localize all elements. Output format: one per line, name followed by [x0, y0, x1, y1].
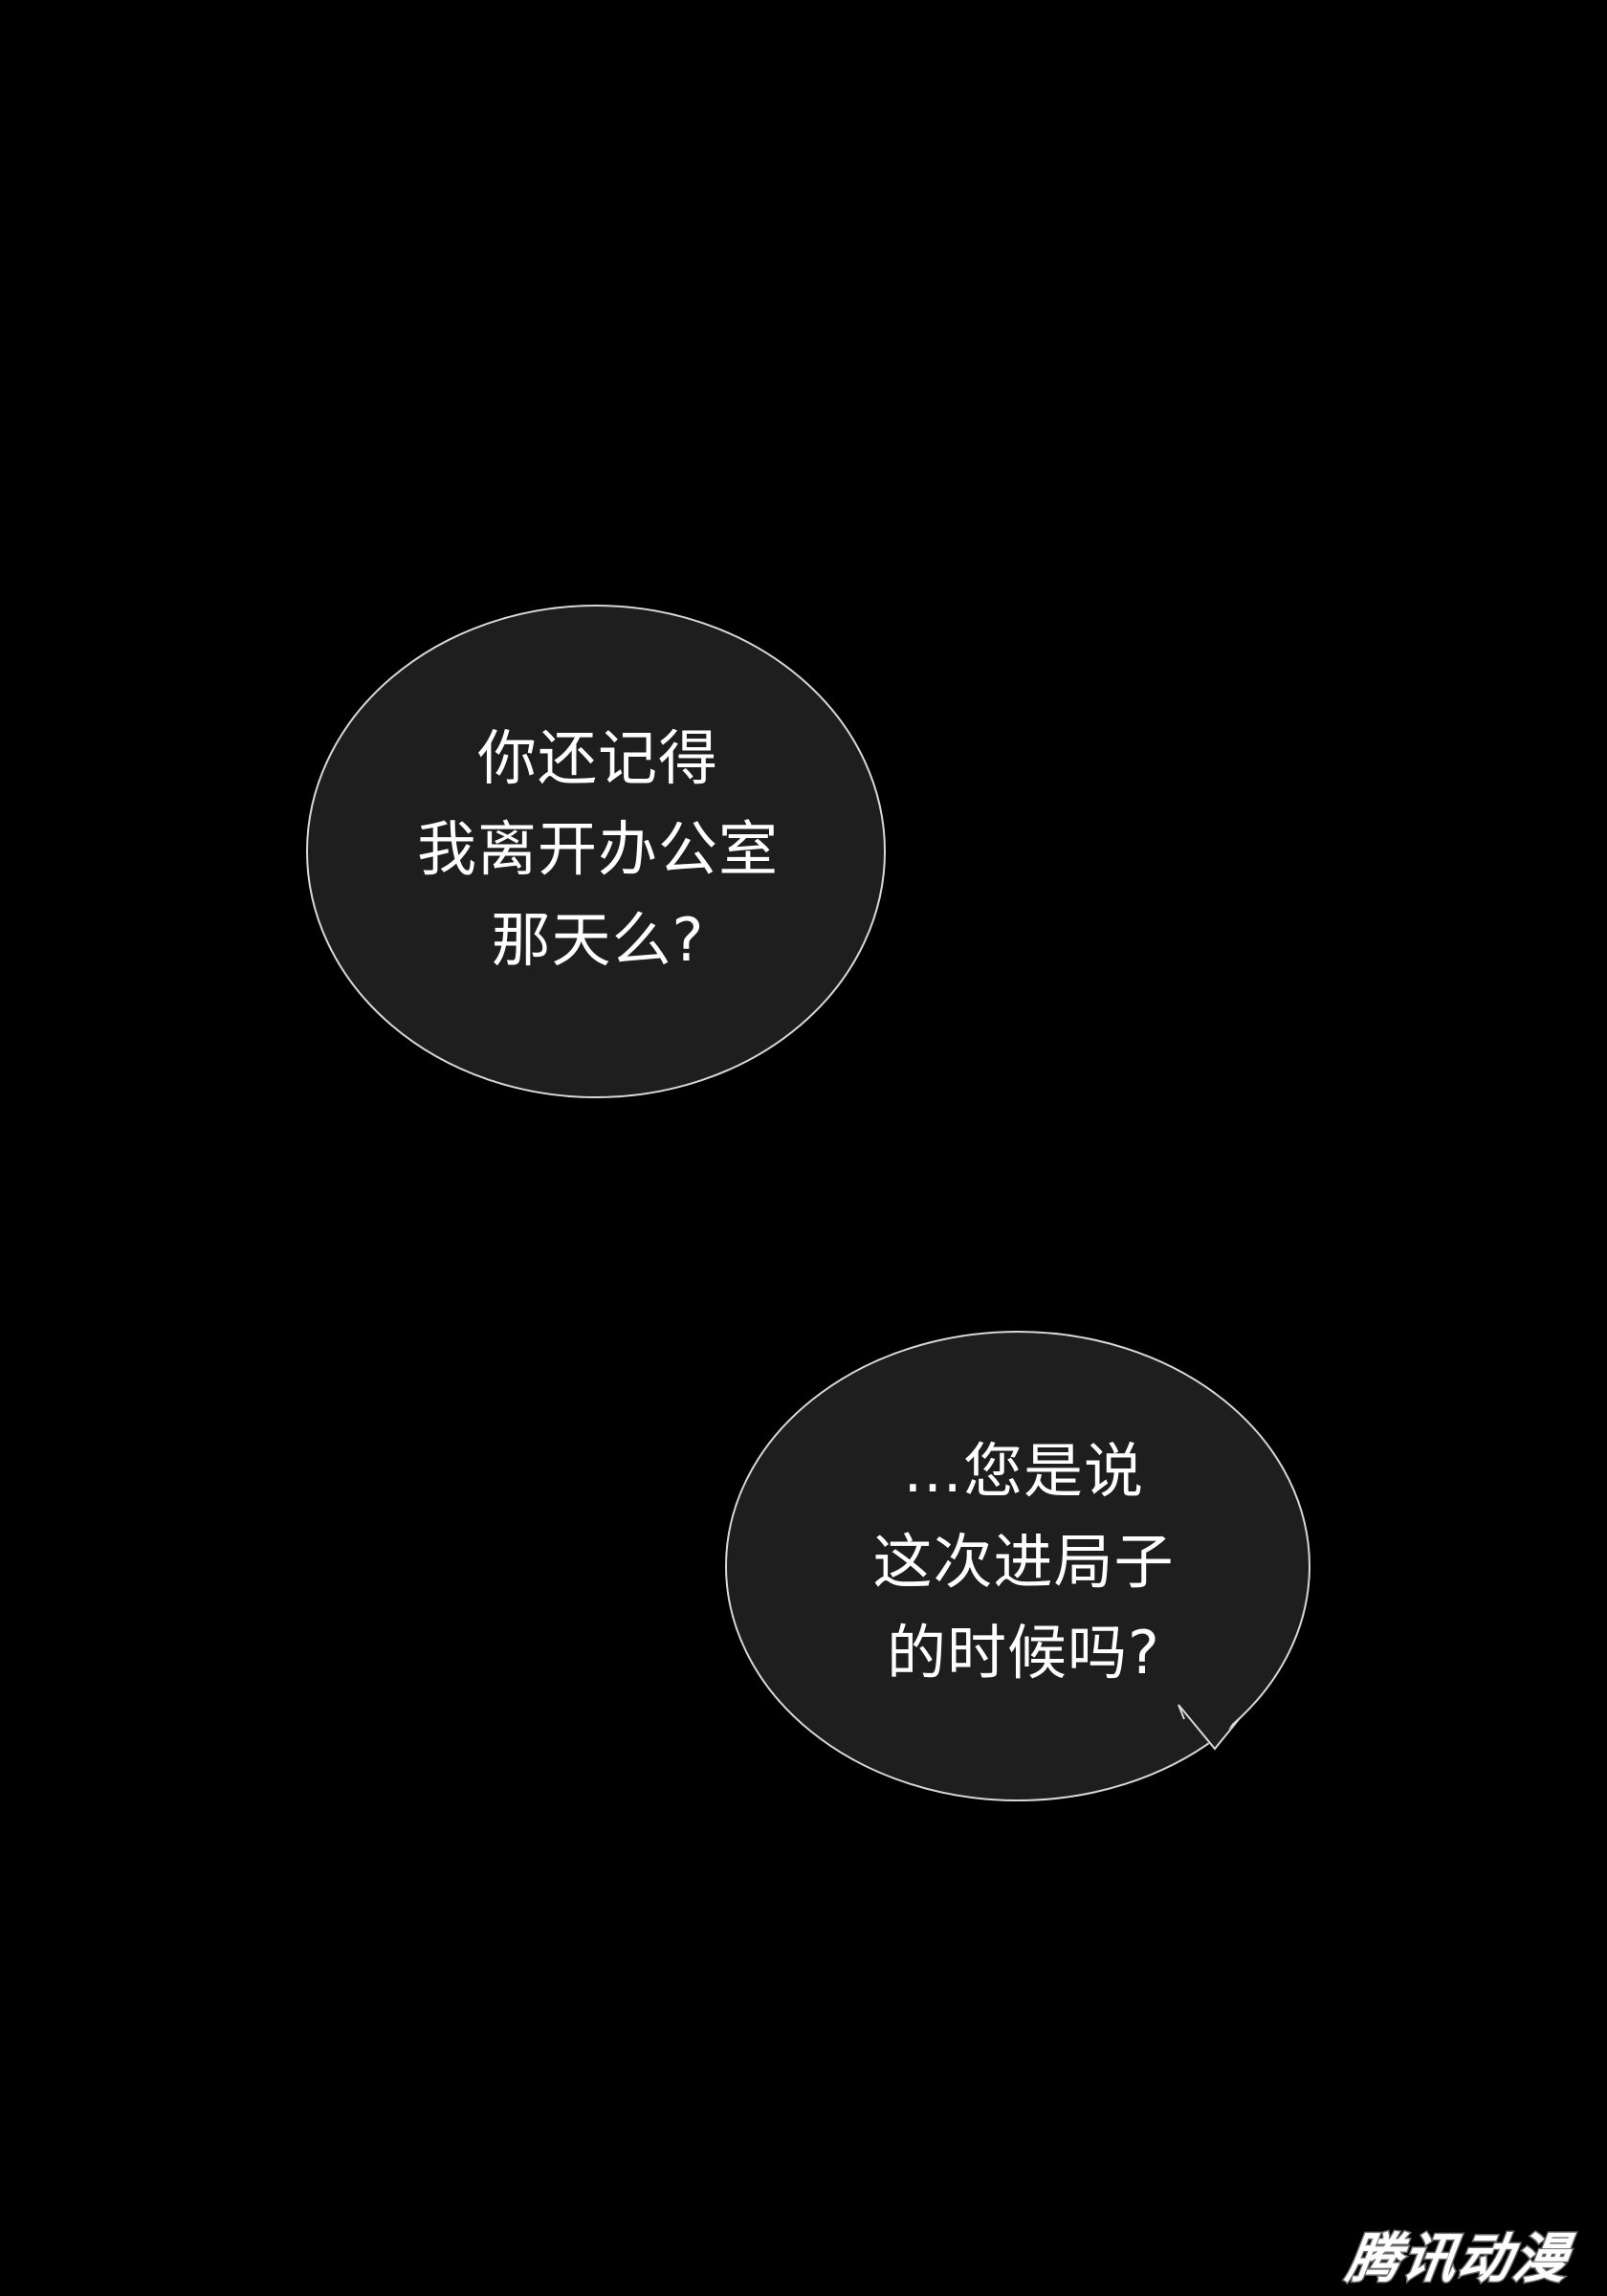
dialogue-line: 我离开办公室: [416, 814, 779, 884]
speech-bubble-2-tail: [1178, 1716, 1232, 1749]
speech-bubble-1-text: 你还记得 我离开办公室 那天么?: [363, 713, 832, 985]
speech-bubble-2-tail-outline: [1178, 1704, 1241, 1751]
watermark-logo: 腾讯动漫: [1341, 2226, 1574, 2291]
dialogue-line: …您是说: [902, 1436, 1144, 1506]
dialogue-line: 这次进局子: [872, 1527, 1175, 1597]
dialogue-line: 的时候吗?: [887, 1618, 1160, 1688]
speech-bubble-1: [306, 605, 886, 1098]
dialogue-line: 你还记得: [476, 723, 718, 793]
dialogue-line: 那天么?: [491, 905, 705, 975]
speech-bubble-2-body: [725, 1331, 1310, 1801]
speech-bubble-2-text: …您是说 这次进局子 的时候吗?: [804, 1425, 1244, 1698]
